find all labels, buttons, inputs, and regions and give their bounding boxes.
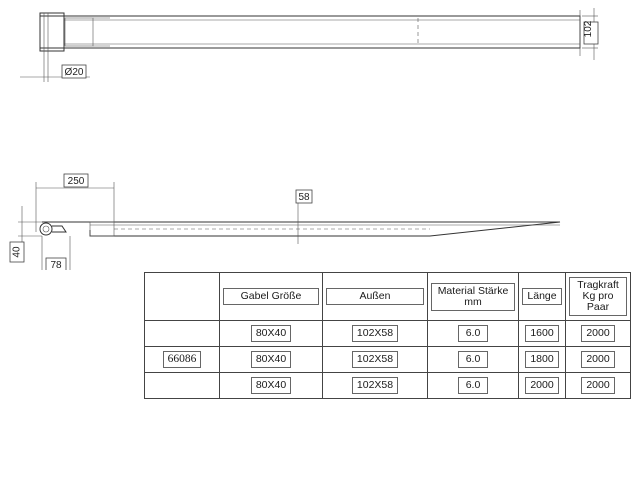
cell-outer: 102X58: [322, 320, 428, 347]
header-cell-length: Länge: [518, 272, 566, 321]
cell-length: 2000: [518, 372, 566, 399]
dim-height-side-box: [9, 241, 25, 263]
value-outer: 102X58: [351, 351, 399, 368]
value-outer: 102X58: [351, 377, 399, 394]
header-cell-capacity: Tragkraft Kg pro Paar: [565, 272, 631, 321]
top-view: 102 Ø20: [20, 8, 599, 82]
header-size: Gabel Größe: [223, 288, 319, 305]
pin-bracket: [52, 225, 67, 233]
spec-table: Gabel Größe Außen Material Stärke mm Län…: [144, 272, 631, 399]
header-cell-size: Gabel Größe: [219, 272, 323, 321]
value-size: 80X40: [250, 351, 292, 368]
table-header-row: Gabel Größe Außen Material Stärke mm Län…: [144, 272, 631, 321]
cell-length: 1600: [518, 320, 566, 347]
value-capacity: 2000: [581, 325, 615, 342]
article-cell-empty: [144, 372, 220, 399]
dim-height-side-label: 40: [12, 246, 23, 258]
table-row: 80X40 102X58 6.0 2000 2000: [144, 372, 631, 399]
cell-size: 80X40: [219, 372, 323, 399]
sleeve-head-block: [39, 12, 65, 52]
value-length: 1600: [525, 325, 559, 342]
header-empty-cell: [144, 272, 220, 321]
table-row: 80X40 102X58 6.0 1600 2000: [144, 320, 631, 347]
value-size: 80X40: [250, 377, 292, 394]
value-capacity: 2000: [581, 377, 615, 394]
value-material: 6.0: [458, 377, 488, 394]
dim-offset-box: [45, 257, 67, 270]
header-outer: Außen: [326, 288, 424, 305]
cell-capacity: 2000: [565, 346, 631, 373]
dim-height-box: [583, 21, 599, 45]
side-view: 250 58 40 78: [9, 173, 561, 270]
dim-diameter-box: [61, 64, 87, 79]
header-capacity: Tragkraft Kg pro Paar: [569, 277, 627, 316]
value-outer: 102X58: [351, 325, 399, 342]
cell-material: 6.0: [427, 320, 519, 347]
value-capacity: 2000: [581, 351, 615, 368]
dim-thickness-box: [295, 189, 313, 204]
cell-capacity: 2000: [565, 320, 631, 347]
technical-drawing: 102 Ø20 250 58 40: [9, 8, 599, 270]
fork-profile: [42, 221, 561, 237]
sleeve-collar: [64, 17, 94, 47]
header-cell-outer: Außen: [322, 272, 428, 321]
sleeve-head-side: [89, 221, 115, 237]
pin-circle: [39, 222, 53, 236]
dim-offset-label: 78: [50, 260, 62, 270]
cell-material: 6.0: [427, 372, 519, 399]
pin-hole: [42, 225, 50, 233]
cell-length: 1800: [518, 346, 566, 373]
cell-size: 80X40: [219, 346, 323, 373]
cell-outer: 102X58: [322, 372, 428, 399]
header-cell-material: Material Stärke mm: [427, 272, 519, 321]
value-material: 6.0: [458, 325, 488, 342]
dim-thickness-label: 58: [298, 192, 310, 203]
dim-length-label: 250: [68, 176, 85, 187]
table-row: 66086 80X40 102X58 6.0 1800 2000: [144, 346, 631, 373]
value-material: 6.0: [458, 351, 488, 368]
fork-sleeve-top-outline: [39, 15, 581, 49]
article-number: 66086: [162, 351, 202, 368]
cell-capacity: 2000: [565, 372, 631, 399]
header-length: Länge: [522, 288, 562, 305]
cell-size: 80X40: [219, 320, 323, 347]
dim-diameter-label: Ø20: [65, 67, 84, 78]
cell-material: 6.0: [427, 346, 519, 373]
value-length: 2000: [525, 377, 559, 394]
article-cell-empty: [144, 320, 220, 347]
cell-outer: 102X58: [322, 346, 428, 373]
value-length: 1800: [525, 351, 559, 368]
dim-height-label: 102: [583, 20, 594, 37]
header-material: Material Stärke mm: [431, 282, 515, 311]
value-size: 80X40: [250, 325, 292, 342]
article-cell: 66086: [144, 346, 220, 373]
dim-length-box: [63, 173, 89, 188]
